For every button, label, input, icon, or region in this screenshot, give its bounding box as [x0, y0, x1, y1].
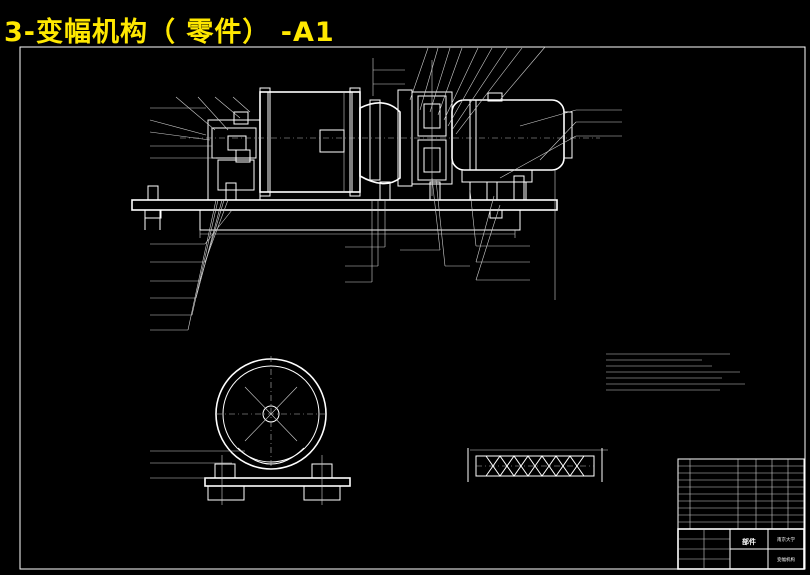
title-block-drawing: 变幅机构 [777, 556, 795, 563]
part-leaders-lower [150, 170, 556, 331]
title-block-school: 南京大学 [777, 536, 795, 543]
drawing-title: 3-变幅机构（ 零件） -A1 [4, 17, 335, 48]
elevation-view [131, 60, 600, 238]
technical-notes [606, 353, 745, 391]
title-block: 部件 南京大学 变幅机构 [677, 528, 805, 570]
section-view [150, 356, 351, 505]
part-leaders-upper [149, 46, 622, 179]
truss-detail [467, 448, 608, 482]
title-block-name: 部件 [742, 537, 756, 546]
drawing-frame [19, 46, 806, 570]
parts-list [677, 458, 805, 530]
